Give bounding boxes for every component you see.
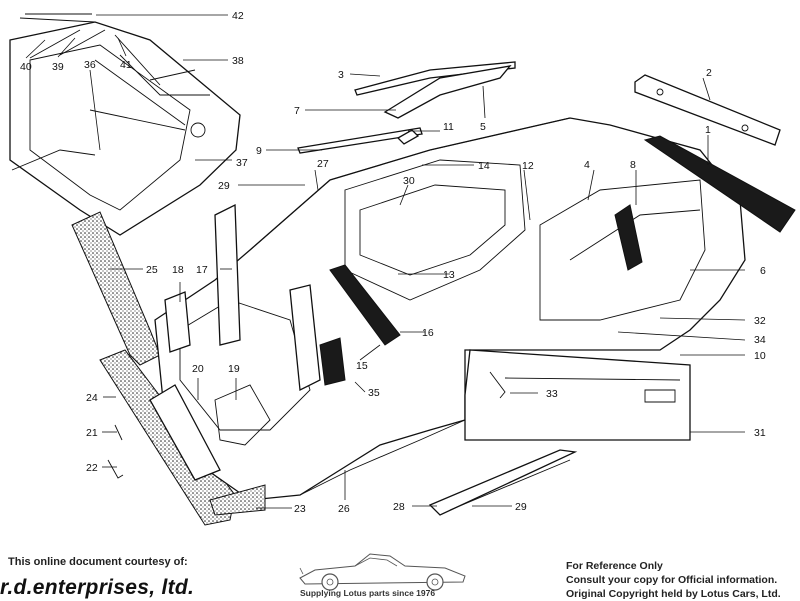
body-shell: [154, 117, 746, 501]
courtesy-text: This online document courtesy of:: [8, 556, 188, 568]
reference-line: Consult your copy for Official informati…: [566, 574, 778, 586]
rear-bumper-clips: [107, 424, 124, 479]
callout-labels: 42 38 40 39 36 41 3 7 5 9 11 14 27 29 30…: [20, 10, 766, 515]
windscreen-glass-5: [383, 65, 512, 119]
callout-1: 1: [705, 124, 711, 136]
bulkhead-panel-17: [214, 203, 241, 346]
rear-hatch: [9, 21, 241, 236]
callout-9: 9: [256, 145, 262, 157]
callout-5: 5: [480, 121, 486, 133]
roof-seal-1: [643, 135, 796, 233]
callout-19: 19: [228, 363, 240, 375]
callout-32: 32: [754, 315, 766, 327]
callout-24: 24: [86, 392, 98, 404]
windscreen-trim-3: [354, 61, 516, 96]
callout-26: 26: [338, 503, 350, 515]
callout-18: 18: [172, 264, 184, 276]
callout-34: 34: [754, 334, 766, 346]
callout-6: 6: [760, 265, 766, 277]
callout-39: 39: [52, 61, 64, 73]
callout-13: 13: [443, 269, 455, 281]
callout-28: 28: [393, 501, 405, 513]
bulkhead-panel-15: [289, 284, 321, 392]
callout-38: 38: [232, 55, 244, 67]
callout-4: 4: [584, 159, 590, 171]
callout-37: 37: [236, 157, 248, 169]
callout-36: 36: [84, 59, 96, 71]
callout-22: 22: [86, 462, 98, 474]
rear-quarter-panel-25: [71, 211, 161, 366]
callout-12: 12: [522, 160, 534, 172]
leader-lines: [25, 14, 746, 509]
callout-15: 15: [356, 360, 368, 372]
callout-2: 2: [706, 67, 712, 79]
callout-21: 21: [86, 427, 98, 439]
windscreen-bottom-rail-9: [297, 127, 423, 154]
callout-23: 23: [294, 503, 306, 515]
callout-3: 3: [338, 69, 344, 81]
footer-reference-block: For Reference Only Consult your copy for…: [566, 559, 800, 601]
race-car-logo: [299, 553, 466, 591]
callout-29: 29: [515, 501, 527, 513]
door-seal-strip-16: [329, 264, 401, 346]
callout-35: 35: [368, 387, 380, 399]
seat-pad-35: [319, 337, 346, 386]
callout-33: 33: [546, 388, 558, 400]
callout-31: 31: [754, 427, 766, 439]
logo-tagline: Supplying Lotus parts since 1976: [300, 588, 436, 598]
quarter-vent-8: [614, 204, 643, 271]
door: [464, 349, 691, 441]
company-name: r.d.enterprises, ltd.: [0, 576, 195, 599]
callout-27: 27: [317, 158, 329, 170]
screen-clip-11: [396, 129, 420, 145]
callout-41: 41: [120, 59, 132, 71]
hatch-trim-strips: [19, 13, 196, 86]
callout-17: 17: [196, 264, 208, 276]
callout-42: 42: [232, 10, 244, 22]
callout-8: 8: [630, 159, 636, 171]
callout-7: 7: [294, 105, 300, 117]
rear-light-panel-2: [634, 74, 781, 146]
callout-16: 16: [422, 327, 434, 339]
callout-14: 14: [478, 160, 490, 172]
callout-25: 25: [146, 264, 158, 276]
reference-line: For Reference Only: [566, 560, 663, 572]
callout-29-upper: 29: [218, 180, 230, 192]
front-bumper-bottom-23: [209, 484, 266, 516]
reference-line: Original Copyright held by Lotus Cars, L…: [566, 588, 781, 600]
callout-40: 40: [20, 61, 32, 73]
callout-20: 20: [192, 363, 204, 375]
footer-courtesy-block: This online document courtesy of: r.d.en…: [0, 556, 248, 600]
seat-pad-20: [149, 384, 221, 481]
seat-pad-18: [164, 291, 191, 353]
sill-strips: [428, 449, 578, 516]
callout-10: 10: [754, 350, 766, 362]
callout-30: 30: [403, 175, 415, 187]
exploded-body-diagram: 42 38 40 39 36 41 3 7 5 9 11 14 27 29 30…: [9, 10, 796, 526]
callout-11: 11: [443, 121, 454, 133]
